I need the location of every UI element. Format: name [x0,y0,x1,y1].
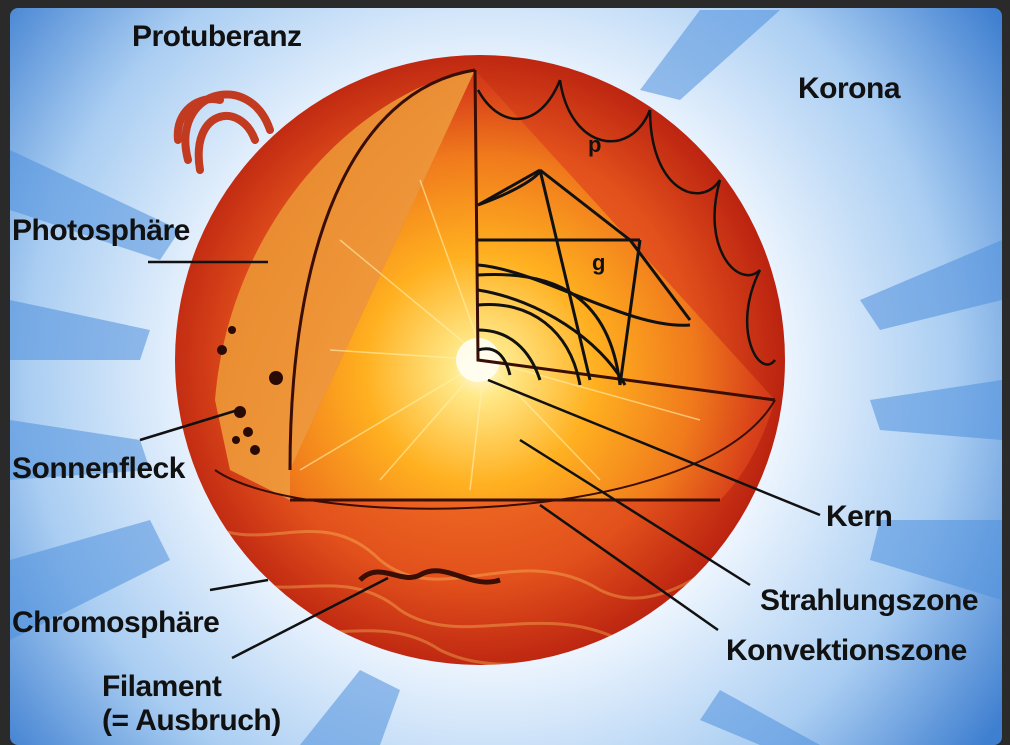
label-kern: Kern [826,502,892,532]
label-strahlungszone: Strahlungszone [760,586,978,616]
label-sonnenfleck: Sonnenfleck [12,454,185,484]
label-protuberanz: Protuberanz [132,22,302,52]
label-konvektionszone: Konvektionszone [726,636,967,666]
label-photosphaere: Photosphäre [12,216,190,246]
g-mode-label: g [592,250,605,275]
label-filament: Filament [102,672,221,702]
p-mode-label: p [588,132,601,157]
label-korona: Korona [798,74,900,104]
label-filament-note: (= Ausbruch) [102,706,281,736]
label-chromosphaere: Chromosphäre [12,608,219,638]
